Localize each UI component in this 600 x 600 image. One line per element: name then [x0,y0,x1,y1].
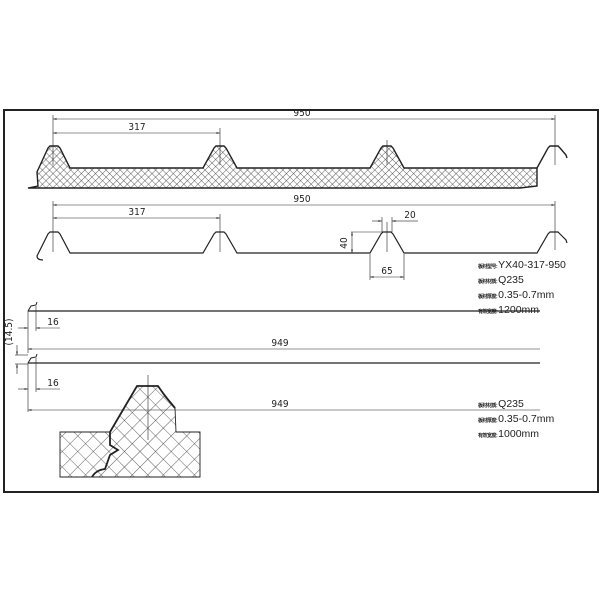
dim-flat2-edge: 16 [47,378,59,389]
dim-rib-base: 65 [381,266,392,277]
dim-rib-height: 40 [339,237,350,249]
dim-profile-950: 950 [293,194,310,205]
joint-detail [59,375,201,478]
spec-material: 板材材质:Q235 [478,398,524,410]
dim-flat-gap: (14.5) [4,318,15,345]
spec-material: 板材材质:Q235 [478,274,524,286]
flat-spec-block: 板材材质:Q235 板材厚度:0.35-0.7mm 有效宽度:1000mm [478,398,554,443]
dim-flat1-width: 949 [271,338,288,349]
dim-rib-top: 20 [404,210,416,221]
spec-width: 有效宽度:1200mm [478,304,540,316]
drawing-frame [3,109,599,493]
spec-width: 有效宽度:1000mm [478,428,540,440]
dim-sandwich-317: 317 [128,122,145,133]
sandwich-panel-section [27,115,568,189]
dim-profile-317: 317 [128,207,145,218]
spec-thickness: 板材厚度:0.35-0.7mm [478,289,555,301]
dim-flat2-width: 949 [271,399,288,410]
roof-spec-block: 板材型号:YX40-317-950 板材材质:Q235 板材厚度:0.35-0.… [478,259,566,319]
roof-profile-section [36,201,568,280]
flat-panel-section [15,301,540,412]
dim-flat1-edge: 16 [47,317,59,328]
dim-sandwich-950: 950 [293,108,310,119]
spec-thickness: 板材厚度:0.35-0.7mm [478,413,555,425]
spec-model: 板材型号:YX40-317-950 [478,259,566,271]
